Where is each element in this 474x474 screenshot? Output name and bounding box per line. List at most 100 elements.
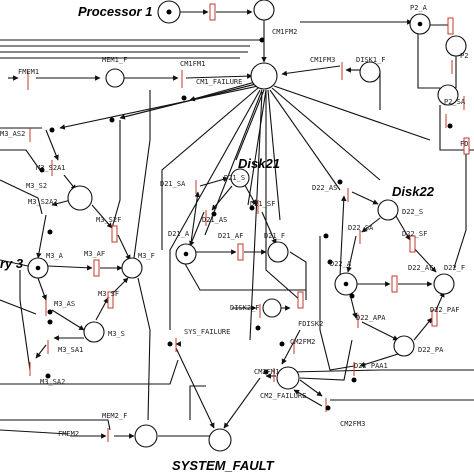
label-m3-s2f: M3_S2F [96,216,121,224]
arc [169,89,261,330]
labels: Processor 1 Disk21 Disk22 ry 3 SYSTEM_FA… [0,4,468,473]
label-d22-sf: D22_SF [402,230,427,238]
arc [223,377,261,429]
mem1-f-place [105,68,125,88]
label-m3-sf: M3_SF [98,290,119,298]
arc [439,105,474,151]
junction-dot [45,373,51,379]
transition-bar [237,243,244,261]
transitions [93,3,470,327]
label-cm2-failure: CM2_FAILURE [260,392,306,400]
arc [45,129,59,161]
label-m3-a: M3_A [46,252,64,260]
junction-dot [255,325,261,331]
label-d21-sa: D21_SA [160,180,186,188]
transition-bar [297,291,304,309]
arc [339,195,347,277]
arc [0,149,41,171]
arc [271,87,381,181]
junction-dot [349,293,355,299]
arc [273,85,431,141]
arc [111,277,129,295]
d22-s-place [377,199,399,221]
label-d21-af: D21_AF [218,232,243,240]
arc [249,91,263,341]
arc [359,353,399,368]
label-disk1-f: DISK1_F [356,56,386,64]
label-d22-s: D22_S [402,208,423,216]
arc [204,89,263,236]
places [27,0,467,452]
arc [0,419,111,431]
arc [267,89,281,221]
junction-dot [351,377,357,383]
token-dot [35,265,41,271]
transition-bar [209,3,216,21]
arc [351,191,379,205]
junction-dots [39,37,453,411]
arc [453,150,467,269]
arc [299,339,353,381]
junction-dot [167,341,173,347]
title-disk21: Disk21 [238,156,280,171]
arc [47,265,93,271]
arc [189,385,206,420]
arc [199,176,229,187]
arc [35,344,47,359]
junction-dot [447,123,453,129]
arc [189,81,256,102]
junction-dot [109,117,115,123]
transition-bar [431,309,438,327]
junction-dot [327,259,333,265]
arc [395,215,411,241]
arc [289,251,307,300]
junction-dot [47,309,53,315]
label-m3-sa2: M3_SA2 [40,378,65,386]
mem2-f-place [134,424,158,448]
label-cm2fm3: CM2FM3 [340,420,365,428]
arc [51,309,85,331]
transition-bar [107,291,114,309]
d21-f-place [267,241,289,263]
label-m3-f: M3_F [138,252,155,260]
label-m3-s2a2: M3_S2A2 [28,198,58,206]
arc [137,277,151,421]
label-fdisk2: FDISK2 [298,320,323,328]
label-cm2fm2: CM2FM2 [290,338,315,346]
label-d21-as: D21_AS [202,216,227,224]
label-fmem2: FMEM2 [58,430,79,438]
transition-bar [391,275,398,293]
label-d22-apa: D22_APA [356,314,386,322]
arc [37,277,47,301]
junction-dot [47,319,53,325]
junction-dot [211,211,217,217]
arc [36,214,47,259]
arc [361,217,381,233]
label-d22-pa: D22_PA [418,346,444,354]
arc [117,234,131,261]
arc [281,65,341,77]
label-p2: P2 [460,52,468,60]
junction-dot [49,127,55,133]
title-system-fault: SYSTEM_FAULT [172,458,275,473]
label-cm1fm2: CM1FM2 [272,28,297,36]
label-d21-s: D21_S [224,174,245,182]
label-fd: FD [460,140,468,148]
junction-dot [337,179,343,185]
label-d22-paf: D22_PAF [430,306,460,314]
junction-dot [279,341,285,347]
title-processor: Processor 1 [78,4,152,19]
system-fault-place [208,428,232,452]
label-fmem1: FMEM1 [18,68,39,76]
label-m3-s2: M3_S2 [26,182,47,190]
junction-dot [325,405,331,411]
label-d22-f: D22_F [444,264,465,272]
arc [189,191,201,251]
label-d22-paa1: D22_PAA1 [354,362,388,370]
junction-dot [181,95,187,101]
arc [59,85,259,130]
arc [413,317,433,341]
arc [299,379,323,397]
junction-dot [39,167,45,173]
